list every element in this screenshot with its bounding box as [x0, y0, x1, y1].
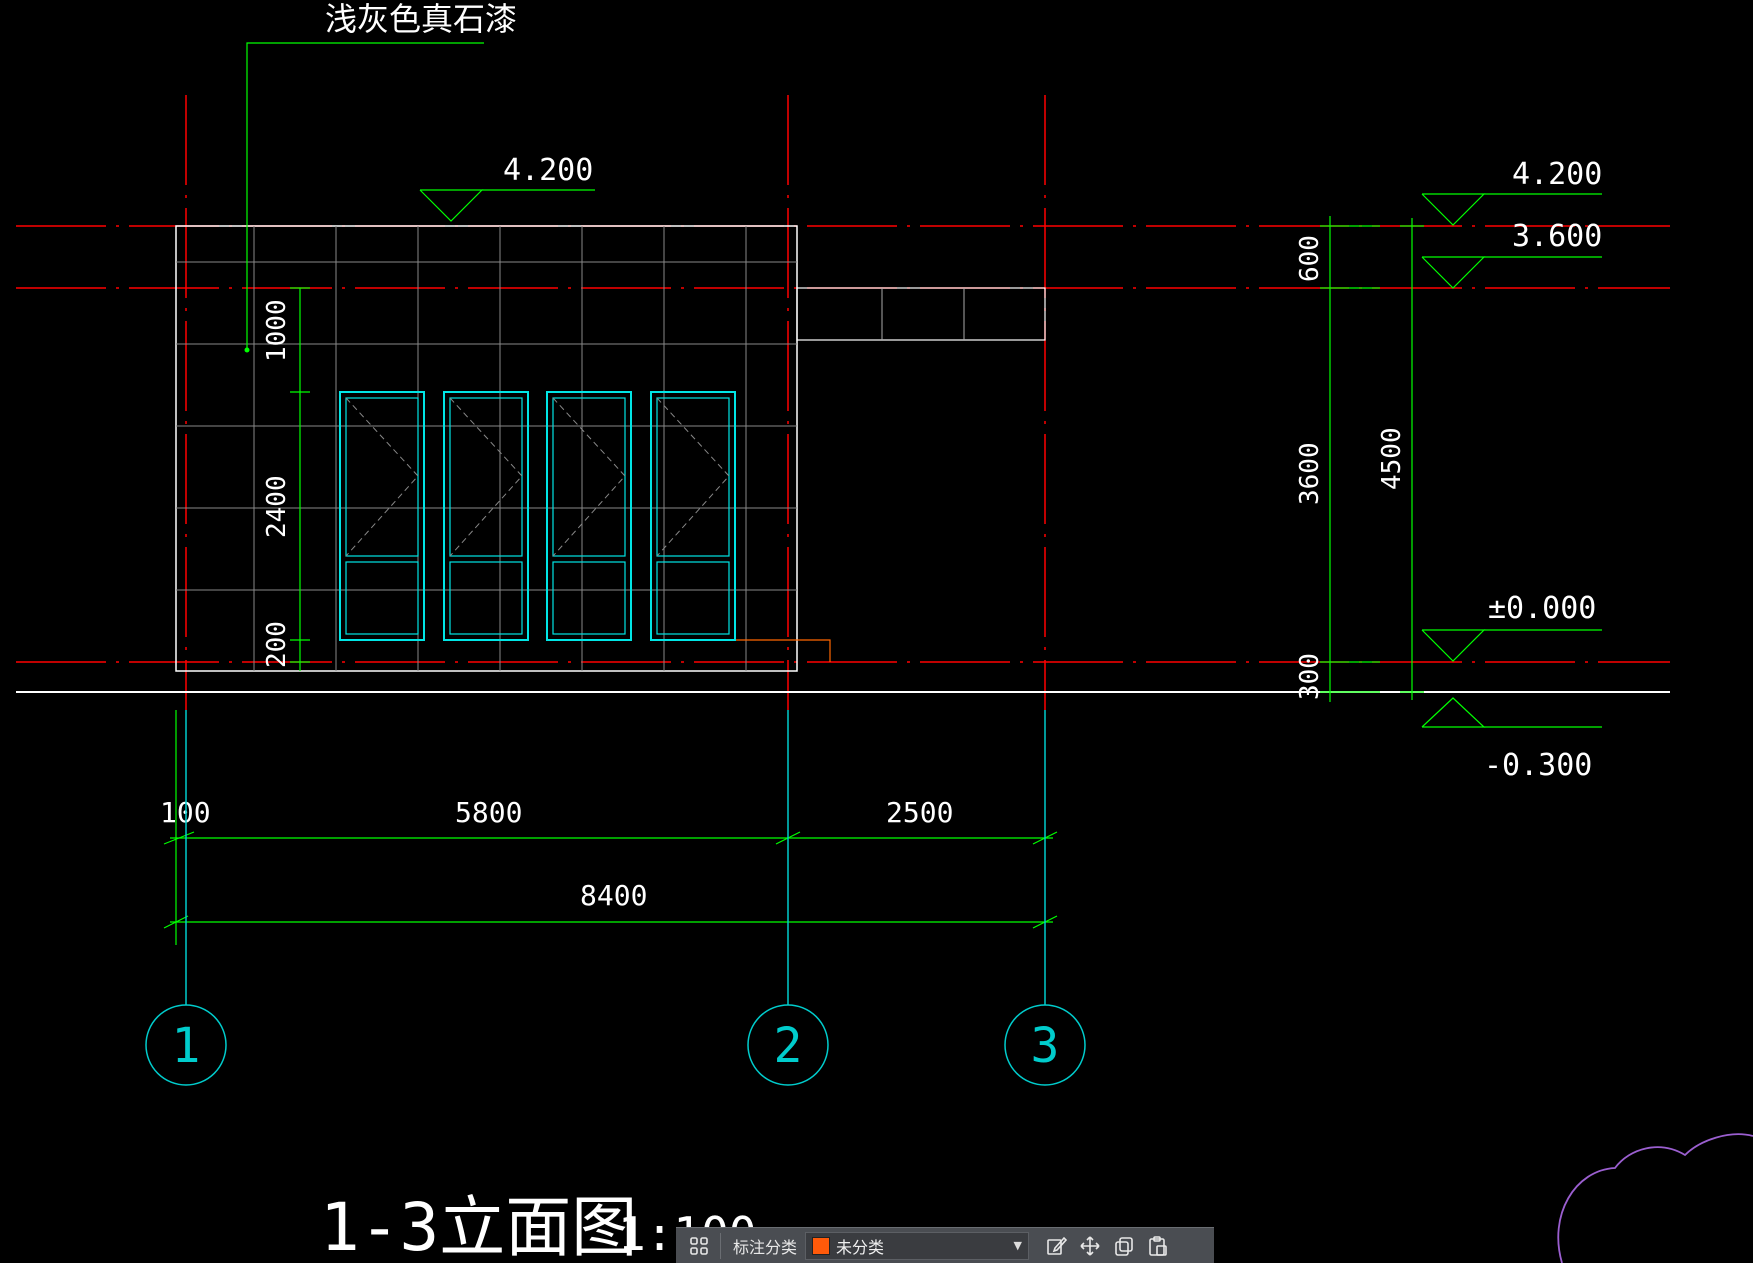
dim-label-600: 600	[1295, 235, 1325, 282]
elev-label-top-right: 4.200	[1512, 157, 1602, 192]
dim-label-1000: 1000	[262, 299, 292, 362]
window-2	[443, 391, 529, 641]
panel-grid	[176, 226, 797, 671]
grid-label-2: 2	[774, 1018, 803, 1074]
vertical-dimension-labels: 1000 2400 200 600 3600 300 4500	[262, 235, 1407, 700]
horizontal-dimension-labels: 100 5800 2500 8400	[160, 796, 953, 912]
elev-label-3600: 3.600	[1512, 219, 1602, 254]
dim-label-4500: 4500	[1377, 427, 1407, 490]
elev-label-zero: ±0.000	[1488, 591, 1596, 626]
elevation-labels: 4.200 4.200 3.600 ±0.000 -0.300	[503, 153, 1602, 783]
vertical-dimensions	[290, 216, 1424, 702]
chevron-down-icon: ▼	[1013, 1239, 1023, 1252]
dim-label-300: 300	[1295, 653, 1325, 700]
dim-label-200: 200	[262, 621, 292, 668]
dim-label-3600: 3600	[1295, 442, 1325, 505]
grid-label-1: 1	[172, 1018, 201, 1074]
category-select[interactable]: 未分类 ▼	[805, 1231, 1030, 1260]
grid-bubble-3	[1004, 1004, 1086, 1086]
dim-label-2400: 2400	[262, 475, 292, 538]
window-3	[546, 391, 632, 641]
category-select-value: 未分类	[836, 1237, 885, 1257]
elev-label-top-left: 4.200	[503, 153, 593, 188]
window-4	[650, 391, 736, 641]
windows	[339, 391, 736, 641]
window-1	[339, 391, 425, 641]
copy-icon[interactable]	[1107, 1231, 1141, 1261]
toolbar-separator	[720, 1232, 721, 1259]
wall-outline	[175, 225, 798, 672]
dim-label-2500: 2500	[886, 796, 953, 829]
horizontal-dimensions	[163, 710, 1058, 945]
canopy	[796, 287, 1046, 341]
paste-icon[interactable]	[1141, 1231, 1175, 1261]
dim-label-5800: 5800	[455, 796, 522, 829]
grid-icon[interactable]	[682, 1231, 716, 1261]
edit-icon[interactable]	[1039, 1231, 1073, 1261]
drawing-title: 1-3立面图	[320, 1189, 637, 1263]
level-lines	[16, 225, 1670, 663]
annotation-label: 浅灰色真石漆	[325, 0, 517, 38]
category-color-swatch	[812, 1236, 831, 1255]
building-elevation	[175, 225, 1046, 672]
axis-lines	[185, 95, 1046, 710]
annotation-toolbar: 标注分类 未分类 ▼	[676, 1227, 1214, 1263]
annotation-leader	[246, 42, 484, 350]
grid-bubble-1	[145, 1004, 227, 1086]
elev-label-ground: -0.300	[1484, 748, 1592, 783]
grid-bubble-labels: 1 2 3	[172, 1018, 1060, 1074]
grid-bubble-2	[747, 1004, 829, 1086]
material-annotation: 浅灰色真石漆	[244, 0, 517, 353]
grid-bubbles	[145, 1004, 1086, 1086]
step-outline	[735, 639, 831, 662]
grid-label-3: 3	[1031, 1018, 1060, 1074]
toolbar-label: 标注分类	[733, 1237, 798, 1257]
dim-label-8400: 8400	[580, 879, 647, 912]
revision-cloud	[1557, 1133, 1753, 1263]
grid-extensions	[185, 710, 1046, 1005]
move-icon[interactable]	[1073, 1231, 1107, 1261]
elevation-markers	[419, 189, 1602, 728]
